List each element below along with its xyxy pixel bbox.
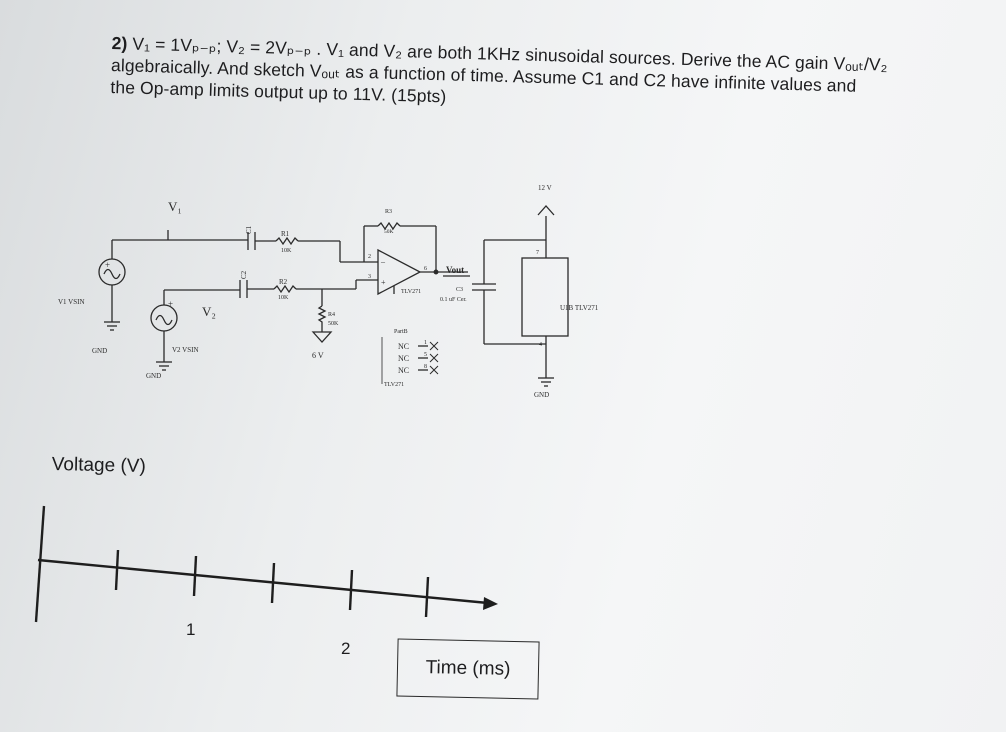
partb-pin-1: 1 (424, 340, 427, 346)
partb-pin-8: 8 (424, 364, 427, 370)
r2-label: R2 (279, 278, 288, 286)
v1-node-label: V₁ (168, 199, 182, 214)
partb-nc-3: NC (398, 366, 409, 375)
svg-text:–: – (380, 257, 386, 266)
gnd-label-u1b: GND (534, 391, 549, 399)
r2-value: 10K (278, 295, 289, 301)
partb-x-marks (429, 341, 439, 375)
supply-label: 12 V (538, 184, 552, 192)
c1-label: C1 (245, 225, 253, 234)
resistor-r3 (377, 221, 401, 231)
pin6-label: 6 (424, 266, 427, 272)
svg-text:+: + (168, 299, 173, 309)
vout-label: Vout (446, 265, 464, 275)
opamp-label: TLV271 (401, 289, 421, 295)
c3-label: C3 (456, 287, 463, 293)
bias-source-symbol (311, 331, 333, 343)
partb-title: PartB (394, 329, 408, 335)
v2-source-label: V2 VSIN (172, 346, 199, 354)
r1-value: 10K (281, 248, 292, 254)
svg-text:+: + (381, 278, 386, 287)
pin4-label: 4 (539, 342, 542, 348)
svg-text:+: + (105, 260, 110, 270)
r1-label: R1 (281, 230, 290, 238)
r4-label: R4 (328, 312, 335, 318)
y-axis-label: Voltage (V) (51, 454, 146, 477)
c2-label: C2 (240, 270, 248, 279)
bias-label: 6 V (312, 351, 324, 360)
partb-nc-1: NC (398, 342, 409, 351)
tick-label-2: 2 (341, 639, 351, 658)
gnd-label-v2: GND (146, 372, 161, 380)
r3-label: R3 (385, 209, 392, 215)
u1b-block (521, 257, 569, 337)
v2-source: + (150, 290, 178, 371)
r4-value: 50K (328, 321, 339, 327)
opamp-symbol (377, 248, 422, 296)
partb-pin-5: 5 (424, 352, 427, 358)
x-axis-label: Time (ms) (396, 638, 540, 700)
r3-value: 50K (384, 229, 394, 235)
pin3-label: 3 (368, 274, 371, 280)
v1-source-label: V1 VSIN (58, 298, 85, 306)
gnd-label-v1: GND (92, 347, 107, 355)
pin7-label: 7 (536, 250, 539, 256)
v2-node-label: V₂ (202, 304, 216, 319)
c3-value: 0.1 uF Cer. (440, 297, 467, 303)
supply-arrow (537, 205, 555, 216)
resistor-r2 (273, 284, 297, 294)
resistor-r1 (275, 236, 299, 246)
partb-nc-2: NC (398, 354, 409, 363)
tick-label-1: 1 (186, 620, 196, 639)
partb-part: TLV271 (384, 382, 404, 388)
voltage-time-axes (34, 505, 498, 623)
capacitor-c2 (239, 280, 248, 298)
resistor-r4 (317, 305, 327, 332)
u1b-label: U1B TLV271 (560, 304, 599, 312)
pin2-label: 2 (368, 254, 371, 260)
v1-source: + (98, 240, 126, 331)
